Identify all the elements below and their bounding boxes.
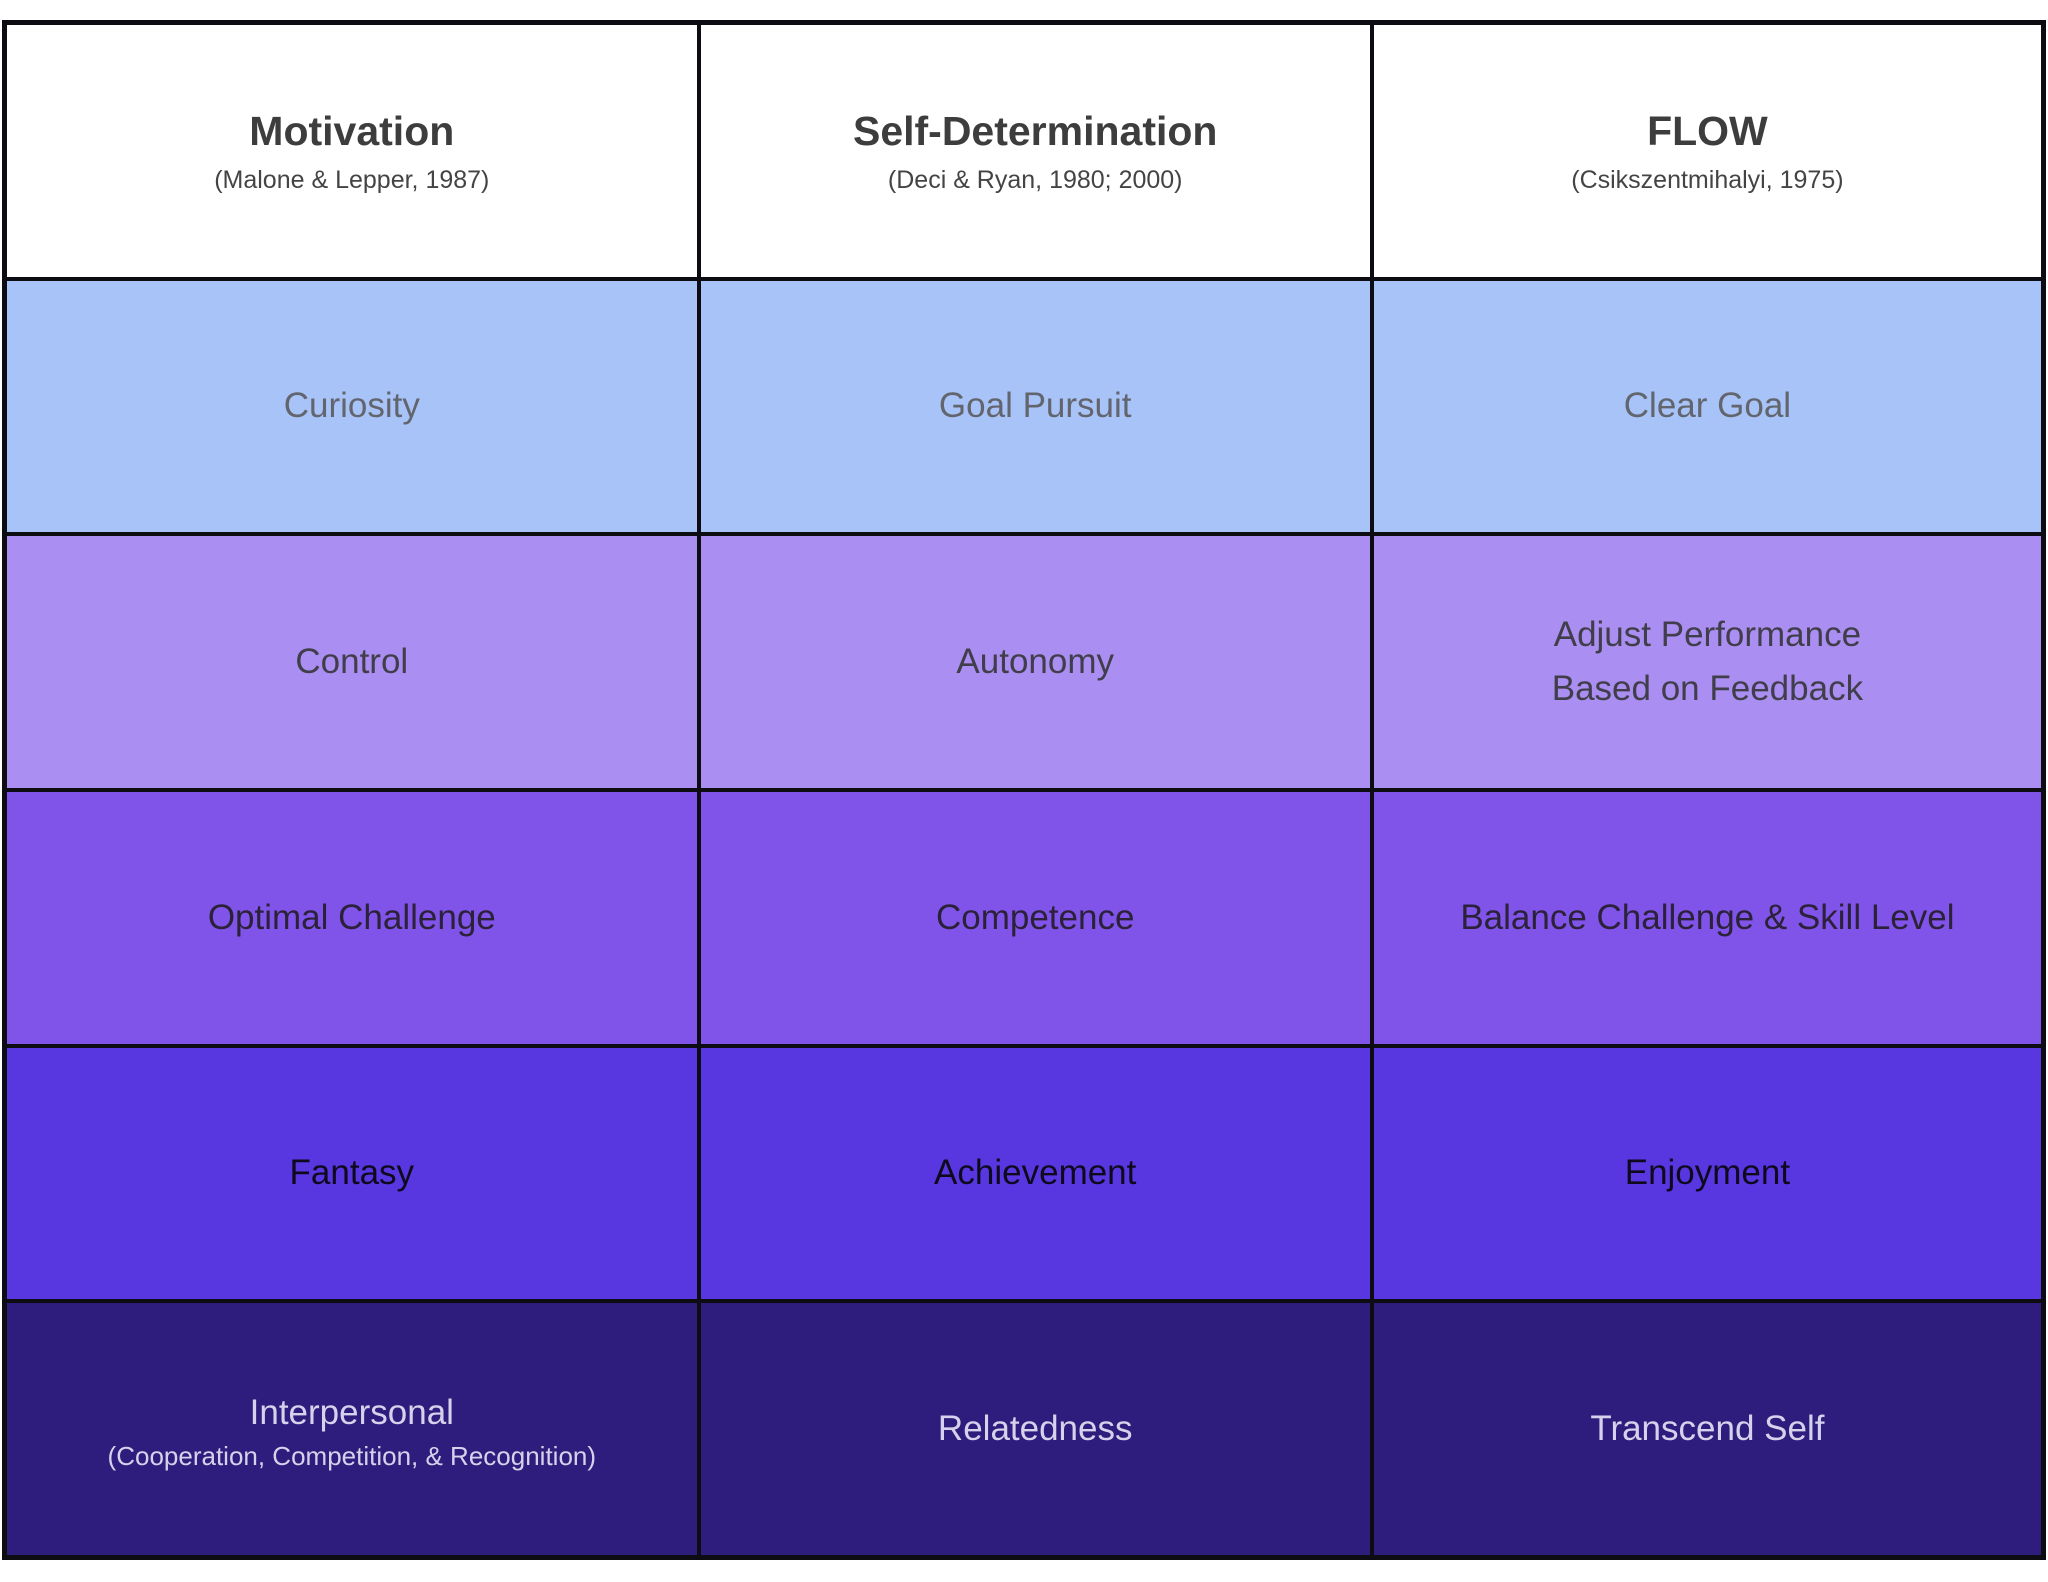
table-row-curiosity: Curiosity Goal Pursuit Clear Goal [7,280,2041,537]
table-cell-goal-pursuit: Goal Pursuit [701,280,1374,533]
cell-label: Fantasy [289,1153,415,1193]
comparison-table: Motivation (Malone & Lepper, 1987) Self-… [2,20,2046,1560]
cell-label: Relatedness [937,1409,1133,1449]
table-cell-enjoyment: Enjoyment [1374,1048,2041,1300]
column-title: Self-Determination [852,108,1218,155]
cell-label: Optimal Challenge [207,897,496,937]
column-citation: (Malone & Lepper, 1987) [214,166,490,195]
column-title: Motivation [249,108,455,155]
cell-label: Enjoyment [1624,1153,1791,1193]
cell-label: Competence [935,897,1135,937]
table-row-interpersonal: Interpersonal (Cooperation, Competition,… [7,1303,2041,1556]
cell-label: Balance Challenge & Skill Level [1460,897,1955,937]
cell-label: Achievement [934,1153,1137,1193]
table-cell-control: Control [7,536,701,789]
table-cell-adjust-performance: Adjust Performance Based on Feedback [1374,536,2041,788]
column-header-motivation: Motivation (Malone & Lepper, 1987) [7,25,701,277]
table-cell-interpersonal: Interpersonal (Cooperation, Competition,… [7,1303,701,1556]
column-citation: (Deci & Ryan, 1980; 2000) [887,166,1183,195]
table-cell-curiosity: Curiosity [7,280,701,533]
cell-label: Goal Pursuit [938,386,1132,426]
table-cell-relatedness: Relatedness [701,1303,1374,1556]
cell-label: Control [295,642,409,682]
cell-label: Transcend Self [1590,1409,1825,1449]
table-cell-optimal-challenge: Optimal Challenge [7,792,701,1044]
table-cell-achievement: Achievement [701,1047,1374,1300]
table-cell-clear-goal: Clear Goal [1374,281,2041,533]
column-citation: (Csikszentmihalyi, 1975) [1571,166,1844,195]
cell-label: Autonomy [956,642,1115,682]
table-cell-autonomy: Autonomy [701,536,1374,789]
table-cell-transcend-self: Transcend Self [1374,1303,2041,1555]
table-cell-competence: Competence [701,792,1374,1044]
column-header-self-determination: Self-Determination (Deci & Ryan, 1980; 2… [701,25,1374,277]
table-cell-fantasy: Fantasy [7,1047,701,1300]
table-row-fantasy: Fantasy Achievement Enjoyment [7,1047,2041,1304]
cell-label: Curiosity [283,386,420,426]
cell-label: Adjust Performance Based on Feedback [1551,614,1864,709]
cell-label: Interpersonal [249,1392,454,1432]
cell-label: Clear Goal [1623,386,1792,426]
column-header-flow: FLOW (Csikszentmihalyi, 1975) [1374,25,2041,277]
table-cell-balance-challenge-skill: Balance Challenge & Skill Level [1374,792,2041,1044]
column-title: FLOW [1647,108,1768,155]
cell-sublabel: (Cooperation, Competition, & Recognition… [107,1441,597,1472]
table-row-optimal-challenge: Optimal Challenge Competence Balance Cha… [7,792,2041,1048]
table-row-control: Control Autonomy Adjust Performance Base… [7,536,2041,793]
header-row: Motivation (Malone & Lepper, 1987) Self-… [7,25,2041,281]
